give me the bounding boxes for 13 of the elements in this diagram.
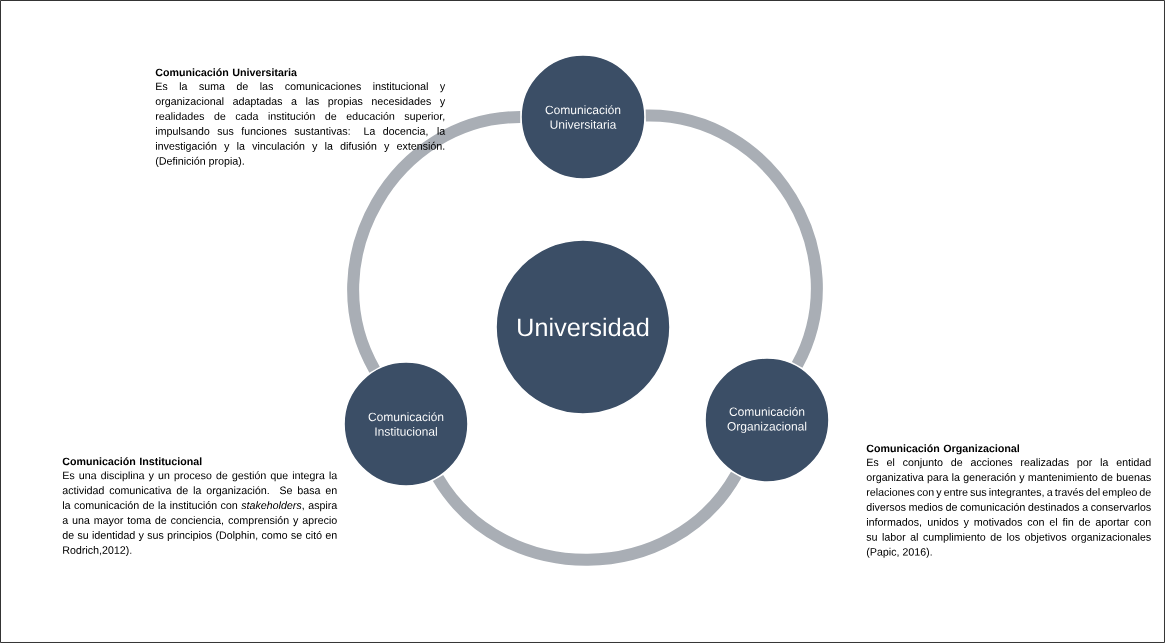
circle-node: Universidad bbox=[495, 239, 671, 415]
ring-arc bbox=[347, 111, 521, 373]
definition-heading: Comunicación Universitaria bbox=[155, 68, 297, 77]
definition-heading: Comunicación Organizacional bbox=[866, 444, 1020, 455]
ring-arc bbox=[645, 109, 823, 368]
definition-text: Es la suma de las comunicaciones institucional y organizacional adaptadas a las propias necesidades y realidades de cada institución de educación superior, impulsando sus funciones sustantivas: La docencia, la investigación y la vinculación y la difusión y extensión. (Definición propia). bbox=[155, 82, 446, 167]
definition-text: Es una disciplina y un proceso de gestión que integra la actividad comunicativa de la organización. Se basa en la comunicación de la institución con stakeholders, aspira a una mayor toma de conciencia, comprensión y aprecio de su identidad y sus principios (Dolphin, como se citó en Rodrich,2012). bbox=[62, 471, 338, 556]
circle-node: Comunicación Institucional bbox=[343, 361, 469, 487]
circle-node: Comunicación Universitaria bbox=[520, 54, 646, 180]
definition-heading: Comunicación Institucional bbox=[62, 457, 202, 466]
ring-arc bbox=[433, 471, 742, 566]
definition-text: Es el conjunto de acciones realizadas por la entidad organizativa para la generación y mantenimiento de buenas relaciones con y entre sus integrantes, a través del empleo de diversos medios de comunicación destinados a conservarlos informados, unidos y motivados con el fin de aportar con su labor al cumplimiento de los objetivos organizacionales (Papic, 2016). bbox=[866, 458, 1151, 558]
circle-node: Comunicación Organizacional bbox=[704, 357, 830, 483]
